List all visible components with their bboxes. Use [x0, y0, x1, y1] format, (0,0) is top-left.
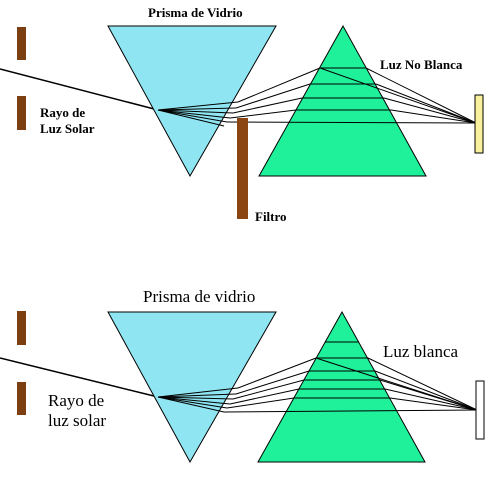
- bottom-screen: [475, 380, 485, 440]
- bottom-prism-label: Prisma de vidrio: [143, 287, 255, 306]
- bottom-rays-out: [223, 357, 478, 413]
- bottom-light-label: Luz blanca: [383, 342, 458, 361]
- bottom-slit-upper: [17, 311, 26, 345]
- top-light-label: Luz No Blanca: [380, 57, 463, 72]
- top-diagram: Prisma de Vidrio Rayo de Luz Solar Filtr…: [0, 5, 484, 224]
- top-green-prism: [258, 24, 427, 177]
- top-slit-lower: [17, 96, 26, 130]
- bottom-green-bands: [294, 341, 390, 399]
- bottom-sun-ray: [0, 357, 159, 398]
- top-prism-label: Prisma de Vidrio: [148, 5, 243, 20]
- bottom-green-prism: [257, 310, 426, 463]
- top-sun-ray: [0, 68, 159, 111]
- top-slit-upper: [17, 27, 26, 60]
- top-screen: [474, 94, 484, 154]
- bottom-glass-prism: [107, 311, 277, 464]
- bottom-dispersion-glass: [157, 387, 239, 413]
- bottom-slit-lower: [17, 382, 26, 415]
- bottom-ray-label-line1: Rayo de: [48, 391, 104, 410]
- filter-bar: [237, 118, 248, 219]
- bottom-ray-label-line2: luz solar: [48, 411, 106, 430]
- top-dispersion-glass: [157, 101, 239, 127]
- top-ray-label-line1: Rayo de: [40, 105, 85, 120]
- bottom-diagram: Prisma de vidrio Rayo de luz solar Luz b…: [0, 287, 485, 464]
- top-glass-prism: [107, 25, 277, 178]
- top-ray-label-line2: Luz Solar: [40, 121, 95, 136]
- filter-label: Filtro: [255, 209, 287, 224]
- top-rays-out: [226, 67, 477, 124]
